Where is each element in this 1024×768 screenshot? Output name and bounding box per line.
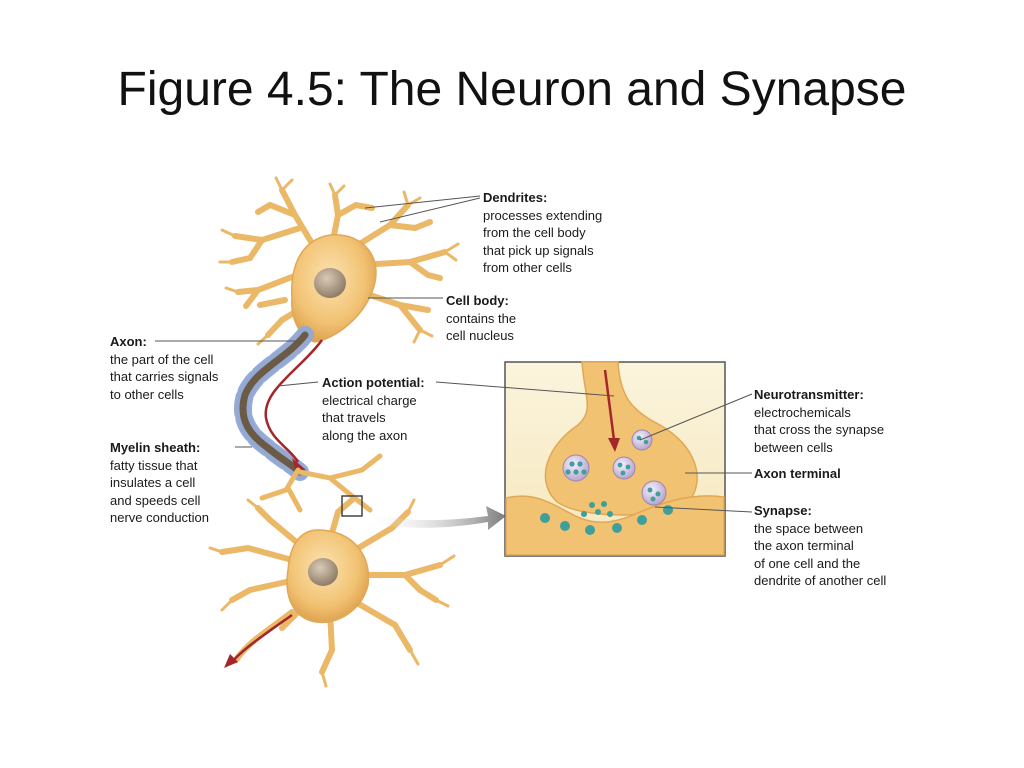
lower-nucleus bbox=[308, 558, 338, 586]
label-action-potential-text: electrical charge that travels along the… bbox=[322, 392, 417, 443]
slide-title: Figure 4.5: The Neuron and Synapse bbox=[117, 63, 907, 116]
label-synapse-heading: Synapse: bbox=[754, 503, 812, 518]
label-neurotransmitter-text: electrochemicals that cross the synapse … bbox=[754, 404, 885, 455]
label-action-potential: Action potential: electrical charge that… bbox=[322, 374, 425, 444]
label-neurotransmitter: Neurotransmitter: electrochemicals that … bbox=[754, 386, 884, 456]
label-dendrites-heading: Dendrites: bbox=[483, 190, 548, 205]
label-synapse: Synapse: the space between the axon term… bbox=[754, 502, 886, 590]
label-myelin-sheath: Myelin sheath: fatty tissue that insulat… bbox=[110, 439, 209, 527]
lower-action-arrow bbox=[231, 613, 293, 663]
zoom-highlight-box bbox=[341, 495, 363, 517]
label-synapse-text: the space between the axon terminal of o… bbox=[754, 520, 887, 589]
label-cell-body-heading: Cell body: bbox=[446, 293, 509, 308]
zoom-arrow bbox=[365, 506, 506, 530]
action-potential-arrow bbox=[264, 339, 324, 463]
action-potential-arrowhead bbox=[292, 458, 306, 472]
label-axon-heading: Axon: bbox=[110, 334, 147, 349]
label-axon-terminal: Axon terminal bbox=[754, 465, 841, 483]
upper-neuron bbox=[218, 176, 460, 346]
label-axon-text: the part of the cell that carries signal… bbox=[110, 351, 219, 402]
lower-action-arrowhead bbox=[224, 654, 238, 668]
label-neurotransmitter-heading: Neurotransmitter: bbox=[754, 387, 864, 402]
label-myelin-sheath-text: fatty tissue that insulates a cell and s… bbox=[110, 457, 210, 526]
label-cell-body: Cell body: contains the cell nucleus bbox=[446, 292, 516, 345]
upper-nucleus bbox=[314, 268, 346, 298]
leader-lines bbox=[155, 195, 753, 513]
label-axon: Axon: the part of the cell that carries … bbox=[110, 333, 218, 403]
label-action-potential-heading: Action potential: bbox=[322, 375, 425, 390]
label-cell-body-text: contains the cell nucleus bbox=[446, 310, 517, 344]
label-dendrites: Dendrites: processes extending from the … bbox=[483, 189, 602, 277]
axon bbox=[234, 326, 314, 481]
lower-neuron bbox=[208, 497, 456, 688]
label-dendrites-text: processes extending from the cell body t… bbox=[483, 207, 603, 276]
synapse-inset bbox=[504, 361, 726, 557]
upper-dendrites bbox=[229, 187, 448, 338]
label-myelin-sheath-heading: Myelin sheath: bbox=[110, 440, 201, 455]
label-axon-terminal-heading: Axon terminal bbox=[754, 466, 841, 481]
